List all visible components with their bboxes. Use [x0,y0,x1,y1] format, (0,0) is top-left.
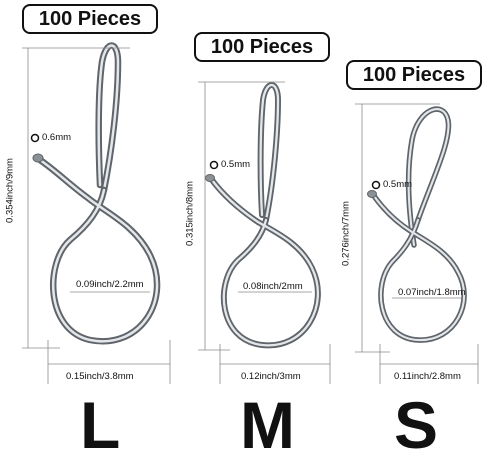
medium-wire-marker-icon [209,160,219,170]
small-height-label: 0.276inch/7mm [340,201,352,266]
small-inner-diameter: 0.07inch/1.8mm [398,287,466,298]
large-wire-marker-icon [30,133,40,143]
medium-quantity-badge: 100 Pieces [194,32,330,62]
size-letter-m: M [240,388,295,462]
small-hook [367,106,467,343]
medium-hook [205,82,321,349]
large-dimension-lines [22,47,171,384]
large-wire-diameter: 0.6mm [42,132,72,143]
medium-height-label: 0.315inch/8mm [184,181,196,246]
small-dimension-lines [355,103,479,384]
small-quantity-badge: 100 Pieces [346,60,482,90]
size-letter-l: L [80,388,121,462]
medium-wire-diameter: 0.5mm [221,159,251,170]
large-height-label: 0.354inch/9mm [4,158,16,223]
large-inner-diameter: 0.09inch/2.2mm [76,279,144,290]
medium-dimension-lines [198,81,331,384]
large-width-label: 0.15inch/3.8mm [66,371,134,382]
medium-inner-diameter: 0.08inch/2mm [243,281,303,292]
small-wire-diameter: 0.5mm [383,179,413,190]
large-quantity-badge: 100 Pieces [22,4,158,34]
small-width-label: 0.11inch/2.8mm [394,371,461,382]
small-wire-marker-icon [371,180,381,190]
large-hook [32,42,161,345]
medium-width-label: 0.12inch/3mm [241,371,301,382]
size-letter-s: S [394,388,439,462]
